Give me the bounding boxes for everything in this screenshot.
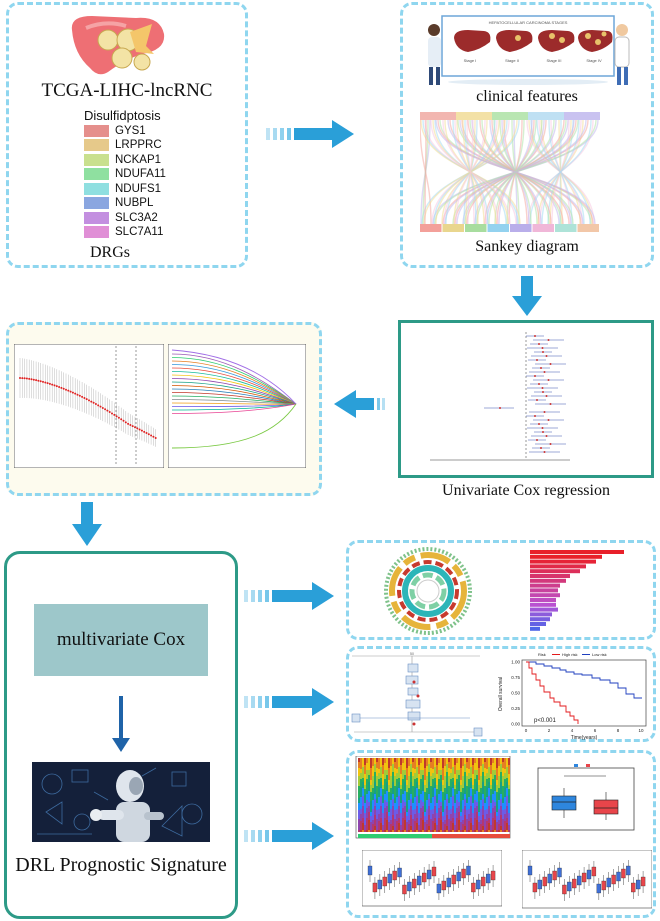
legend-label: SLC3A2 xyxy=(115,211,158,224)
arrow-left-1 xyxy=(334,390,385,418)
svg-text:HEPATOCELLULAR CARCINOMA STAGE: HEPATOCELLULAR CARCINOMA STAGES xyxy=(489,20,568,25)
legend-label: LRPPRC xyxy=(115,139,162,151)
clinical-stages-illustration: HEPATOCELLULAR CARCINOMA STAGES Stage I … xyxy=(428,15,630,85)
svg-text:Stage II: Stage II xyxy=(505,58,519,63)
immune-cell-boxplot xyxy=(522,850,652,909)
legend-swatch xyxy=(84,211,109,224)
clinical-features-label: clinical features xyxy=(476,88,578,105)
legend-item-lrpprc: LRPPRC xyxy=(84,139,162,152)
nomogram-plot: 50 xyxy=(351,652,483,737)
arrow-right-1 xyxy=(266,120,354,148)
circos-panel xyxy=(346,540,656,640)
legend-label: GYS1 xyxy=(115,124,146,137)
km-xlabel: Time(years) xyxy=(571,735,598,740)
km-xtick: 10 xyxy=(638,728,644,733)
km-pvalue: p<0.001 xyxy=(534,718,557,724)
signature-panel xyxy=(4,551,238,919)
importance-bar-chart xyxy=(530,550,624,631)
drgs-label: DRGs xyxy=(89,244,130,261)
ai-robot-illustration xyxy=(32,762,210,842)
drg-panel xyxy=(6,2,248,268)
liver-illustration xyxy=(71,16,165,75)
drl-signature-label: DRL Prognostic Signature xyxy=(15,854,227,876)
legend-swatch xyxy=(84,153,109,166)
disulfidptosis-heading: Disulfidptosis xyxy=(84,108,161,123)
legend-label: NUBPL xyxy=(115,197,154,209)
km-xtick: 0 xyxy=(525,728,528,733)
nomogram-panel xyxy=(346,646,656,742)
km-ytick: 1.00 xyxy=(511,660,520,665)
univariate-cox-label: Univariate Cox regression xyxy=(442,482,610,499)
legend-label: SLC7A11 xyxy=(115,226,164,238)
univariate-forest-plot xyxy=(430,332,570,461)
legend-item-nubpl: NUBPL xyxy=(84,197,153,210)
km-xtick: 8 xyxy=(617,728,620,733)
svg-text:Stage I: Stage I xyxy=(464,58,477,63)
immune-panel xyxy=(346,750,656,918)
sankey-diagram-graphic xyxy=(420,112,600,232)
arrow-right-2 xyxy=(244,582,334,610)
legend-label: NDUFA11 xyxy=(115,168,166,180)
km-legend-low: Low risk xyxy=(592,652,607,657)
legend-swatch xyxy=(84,226,109,238)
tcga-title: TCGA-LIHC-lncRNC xyxy=(41,80,213,101)
arrow-down-1 xyxy=(512,276,542,316)
legend-item-ndufs1: NDUFS1 xyxy=(84,182,161,195)
multivariate-cox-label: multivariate Cox xyxy=(56,629,186,650)
legend-item-slc7a11: SLC7A11 xyxy=(84,226,163,239)
km-ytick: 0.75 xyxy=(511,675,520,680)
legend-item-nckap1: NCKAP1 xyxy=(84,153,161,166)
svg-text:50: 50 xyxy=(410,652,414,656)
km-xtick: 4 xyxy=(571,728,574,733)
legend-swatch xyxy=(84,139,109,151)
km-ylabel: Overall survival xyxy=(498,677,504,711)
immune-checkpoint-boxplot xyxy=(362,850,502,907)
legend-label: NCKAP1 xyxy=(115,153,162,166)
km-legend-high: High risk xyxy=(562,652,578,657)
legend-label: NDUFS1 xyxy=(115,182,162,195)
legend-item-gys1: GYS1 xyxy=(84,124,146,137)
legend-swatch xyxy=(84,197,109,209)
legend-swatch xyxy=(84,182,109,195)
risk-boxplot xyxy=(537,764,635,831)
km-ytick: 0.50 xyxy=(511,691,520,696)
circos-plot xyxy=(384,547,472,635)
svg-text:Stage IV: Stage IV xyxy=(586,58,602,63)
multivariate-cox-box: multivariate Cox xyxy=(34,604,208,676)
km-legend-title: Risk xyxy=(538,652,546,657)
arrow-right-3 xyxy=(244,688,334,716)
univariate-panel xyxy=(398,320,654,478)
stacked-bar-plot xyxy=(355,756,511,839)
legend-swatch xyxy=(84,168,109,180)
arrow-down-2 xyxy=(72,502,102,546)
svg-text:Stage III: Stage III xyxy=(547,58,562,63)
km-ytick: 0.00 xyxy=(511,722,520,727)
lasso-cv-plot xyxy=(14,344,164,468)
km-ytick: 0.25 xyxy=(511,706,520,711)
sankey-diagram-label: Sankey diagram xyxy=(475,238,579,255)
legend-item-ndufa11: NDUFA11 xyxy=(84,168,166,181)
kaplan-meier-plot: Risk High risk Low risk 1.00 0.75 0.50 0.25 0.0… xyxy=(498,652,647,740)
km-xtick: 6 xyxy=(594,728,597,733)
clinical-panel xyxy=(400,2,654,268)
lasso-coefficient-plot xyxy=(168,344,306,468)
km-xtick: 2 xyxy=(548,728,551,733)
arrow-right-4 xyxy=(244,822,334,850)
legend-item-slc3a2: SLC3A2 xyxy=(84,211,158,224)
legend-swatch xyxy=(84,124,109,137)
arrow-down-3 xyxy=(112,696,130,752)
